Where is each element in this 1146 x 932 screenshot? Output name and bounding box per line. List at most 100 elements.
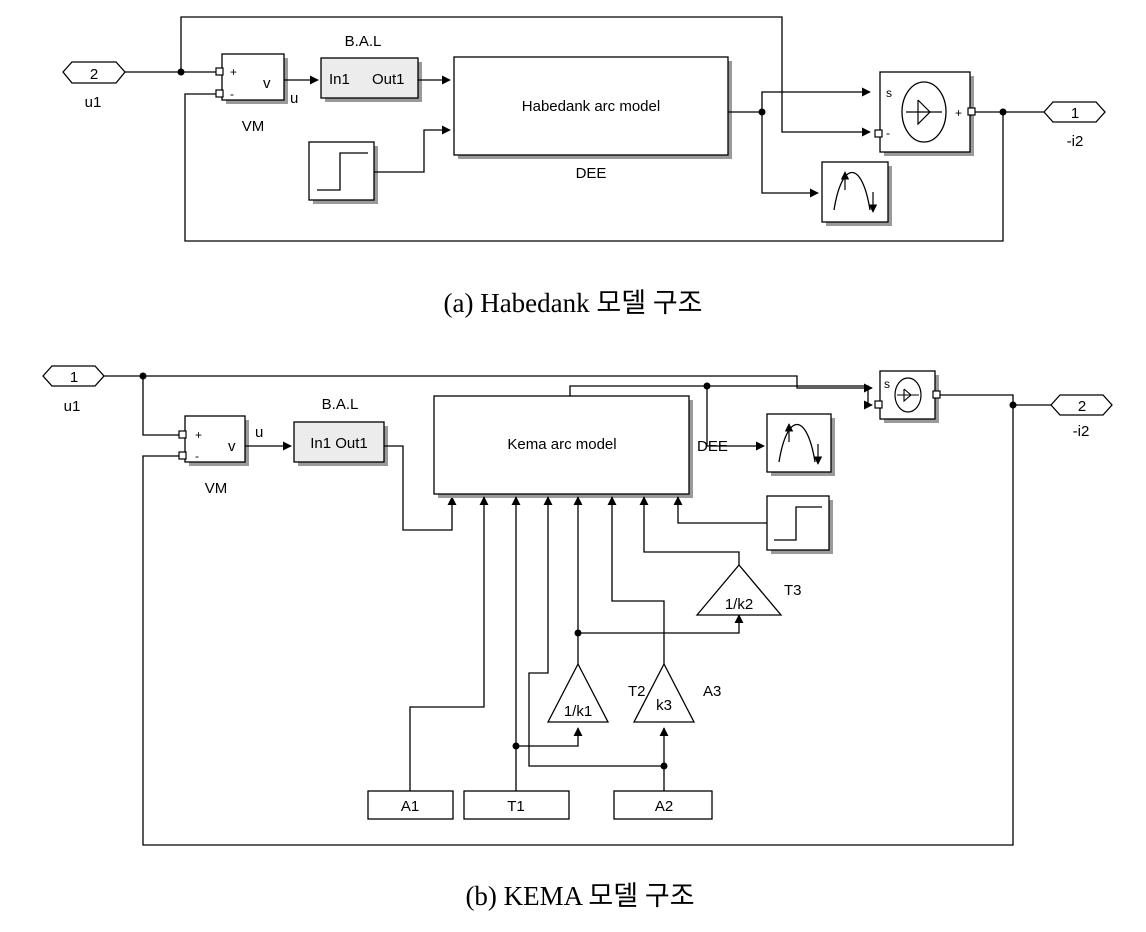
svg-text:In1: In1 bbox=[329, 71, 350, 88]
gain-name-a3: A3 bbox=[703, 683, 721, 700]
junction-b-output bbox=[1009, 401, 1017, 409]
caption-a: (a) Habedank 모델 구조 bbox=[443, 288, 702, 318]
svg-text:Kema arc model: Kema arc model bbox=[507, 436, 616, 453]
bal-block-b[interactable]: In1 Out1 bbox=[293, 421, 388, 466]
svg-text:-: - bbox=[230, 87, 234, 101]
gain-name-t2: T2 bbox=[628, 683, 646, 700]
kema-arc-model-block[interactable]: Kema arc model bbox=[433, 395, 693, 498]
source-port-out-b[interactable] bbox=[932, 390, 941, 399]
bal-title-b: B.A.L bbox=[322, 396, 359, 413]
constant-block-a1[interactable]: A1 bbox=[367, 790, 454, 820]
svg-text:A2: A2 bbox=[655, 798, 673, 815]
wire-u1-to-source-b bbox=[143, 375, 873, 393]
curve-icon-a bbox=[833, 171, 871, 211]
wire-u1-to-vm-b bbox=[142, 376, 182, 436]
vm-port-plus-b[interactable] bbox=[178, 430, 187, 439]
curve-icon-b bbox=[778, 423, 816, 463]
wire-to-scope-a bbox=[761, 112, 819, 198]
svg-text:A1: A1 bbox=[401, 798, 419, 815]
wire-t1-to-gain-k1 bbox=[516, 727, 583, 747]
source-port-minus-a[interactable] bbox=[874, 129, 883, 138]
svg-text:-: - bbox=[886, 126, 890, 140]
svg-text:+: + bbox=[230, 65, 237, 79]
svg-text:v: v bbox=[228, 438, 236, 455]
wire-label-u-a: u bbox=[290, 90, 298, 107]
svg-text:-: - bbox=[195, 449, 199, 463]
bal-block-a[interactable]: In1 Out1 bbox=[320, 57, 422, 102]
input-port-a[interactable]: 2 bbox=[62, 61, 126, 84]
current-source-icon-a bbox=[901, 81, 947, 143]
svg-text:k3: k3 bbox=[656, 697, 672, 714]
wire-source-to-output-b bbox=[940, 394, 1051, 406]
input-port-b[interactable]: 1 bbox=[42, 365, 105, 387]
svg-text:Habedank arc model: Habedank arc model bbox=[522, 98, 660, 115]
vm-port-minus-a[interactable] bbox=[215, 89, 224, 98]
bal-title-a: B.A.L bbox=[345, 33, 382, 50]
wire-label-u-b: u bbox=[255, 424, 263, 441]
input-port-b-label: u1 bbox=[64, 398, 81, 415]
gain-name-t3: T3 bbox=[784, 582, 802, 599]
current-source-icon-b bbox=[894, 377, 922, 413]
svg-text:1/k1: 1/k1 bbox=[564, 703, 592, 720]
vm-port-plus-a[interactable] bbox=[215, 67, 224, 76]
wire-to-source-s-a bbox=[761, 87, 871, 112]
output-port-b-label: -i2 bbox=[1073, 423, 1090, 440]
vm-block-b[interactable]: + - v bbox=[178, 415, 249, 466]
vm-block-a[interactable]: + - v bbox=[215, 53, 288, 104]
step-icon-b bbox=[774, 506, 822, 541]
wire-feedback-b bbox=[142, 405, 1014, 846]
model-name-dee-a: DEE bbox=[576, 165, 607, 182]
wire-bal-to-model-b bbox=[384, 445, 457, 531]
wire-to-gain-k2 bbox=[578, 614, 744, 634]
svg-text:2: 2 bbox=[1078, 398, 1086, 415]
wire-to-source-minus-b bbox=[707, 385, 873, 410]
output-port-a-label: -i2 bbox=[1067, 133, 1084, 150]
wire-gain-k3-to-model bbox=[607, 496, 665, 664]
wire-feedback-a bbox=[184, 93, 1004, 242]
svg-text:1/k2: 1/k2 bbox=[725, 596, 753, 613]
wire-step-to-model-a bbox=[374, 125, 451, 173]
wire-gain-k2-to-model bbox=[639, 496, 740, 573]
vm-name-b: VM bbox=[205, 480, 228, 497]
controlled-current-source-a[interactable]: s - + bbox=[874, 71, 976, 156]
constant-block-a2[interactable]: A2 bbox=[613, 790, 713, 820]
vm-port-minus-b[interactable] bbox=[178, 451, 187, 460]
diagram-b-kema: 1 u1 + - v VM u B.A.L In1 Out1 bbox=[42, 365, 1113, 911]
svg-text:s: s bbox=[884, 377, 890, 391]
gain-block-1-k1[interactable]: 1/k1 bbox=[546, 662, 610, 723]
svg-text:2: 2 bbox=[90, 66, 98, 83]
output-port-a[interactable]: 1 bbox=[1043, 101, 1106, 123]
habedank-arc-model-block[interactable]: Habedank arc model bbox=[453, 56, 732, 159]
wire-model-top-out-b bbox=[569, 385, 707, 396]
vm-name-a: VM bbox=[242, 118, 265, 135]
svg-text:Out1: Out1 bbox=[372, 71, 405, 88]
junction-a-output bbox=[999, 108, 1007, 116]
step-block-a[interactable] bbox=[308, 141, 378, 204]
wire-a1-to-model bbox=[409, 496, 489, 791]
wire-step-to-model-b bbox=[673, 496, 767, 524]
svg-text:+: + bbox=[195, 428, 202, 442]
diagram-a-habedank: 2 u1 + - v VM u B.A.L In1 Out1 bbox=[62, 16, 1106, 318]
svg-text:s: s bbox=[886, 86, 892, 100]
wire-to-scope-b bbox=[706, 386, 765, 451]
source-port-minus-b[interactable] bbox=[874, 400, 883, 409]
svg-text:+: + bbox=[955, 106, 962, 120]
svg-text:T1: T1 bbox=[507, 798, 525, 815]
svg-text:1: 1 bbox=[1071, 105, 1079, 122]
wire-a2-to-model bbox=[528, 496, 665, 791]
svg-text:v: v bbox=[263, 75, 271, 92]
svg-text:1: 1 bbox=[70, 369, 78, 386]
controlled-current-source-b[interactable]: s bbox=[874, 370, 941, 423]
wire-u1-to-source-minus bbox=[180, 16, 871, 137]
dee-scope-block-b[interactable] bbox=[766, 413, 835, 476]
step-icon-a bbox=[317, 152, 368, 191]
gain-block-1-k2[interactable]: 1/k2 bbox=[695, 563, 783, 616]
output-port-b[interactable]: 2 bbox=[1050, 394, 1113, 416]
input-port-a-label: u1 bbox=[85, 94, 102, 111]
gain-block-k3[interactable]: k3 bbox=[632, 662, 696, 723]
source-port-out-a[interactable] bbox=[967, 107, 976, 116]
dee-scope-block-a[interactable] bbox=[821, 161, 892, 226]
step-block-b[interactable] bbox=[766, 495, 833, 554]
constant-block-t1[interactable]: T1 bbox=[463, 790, 570, 820]
